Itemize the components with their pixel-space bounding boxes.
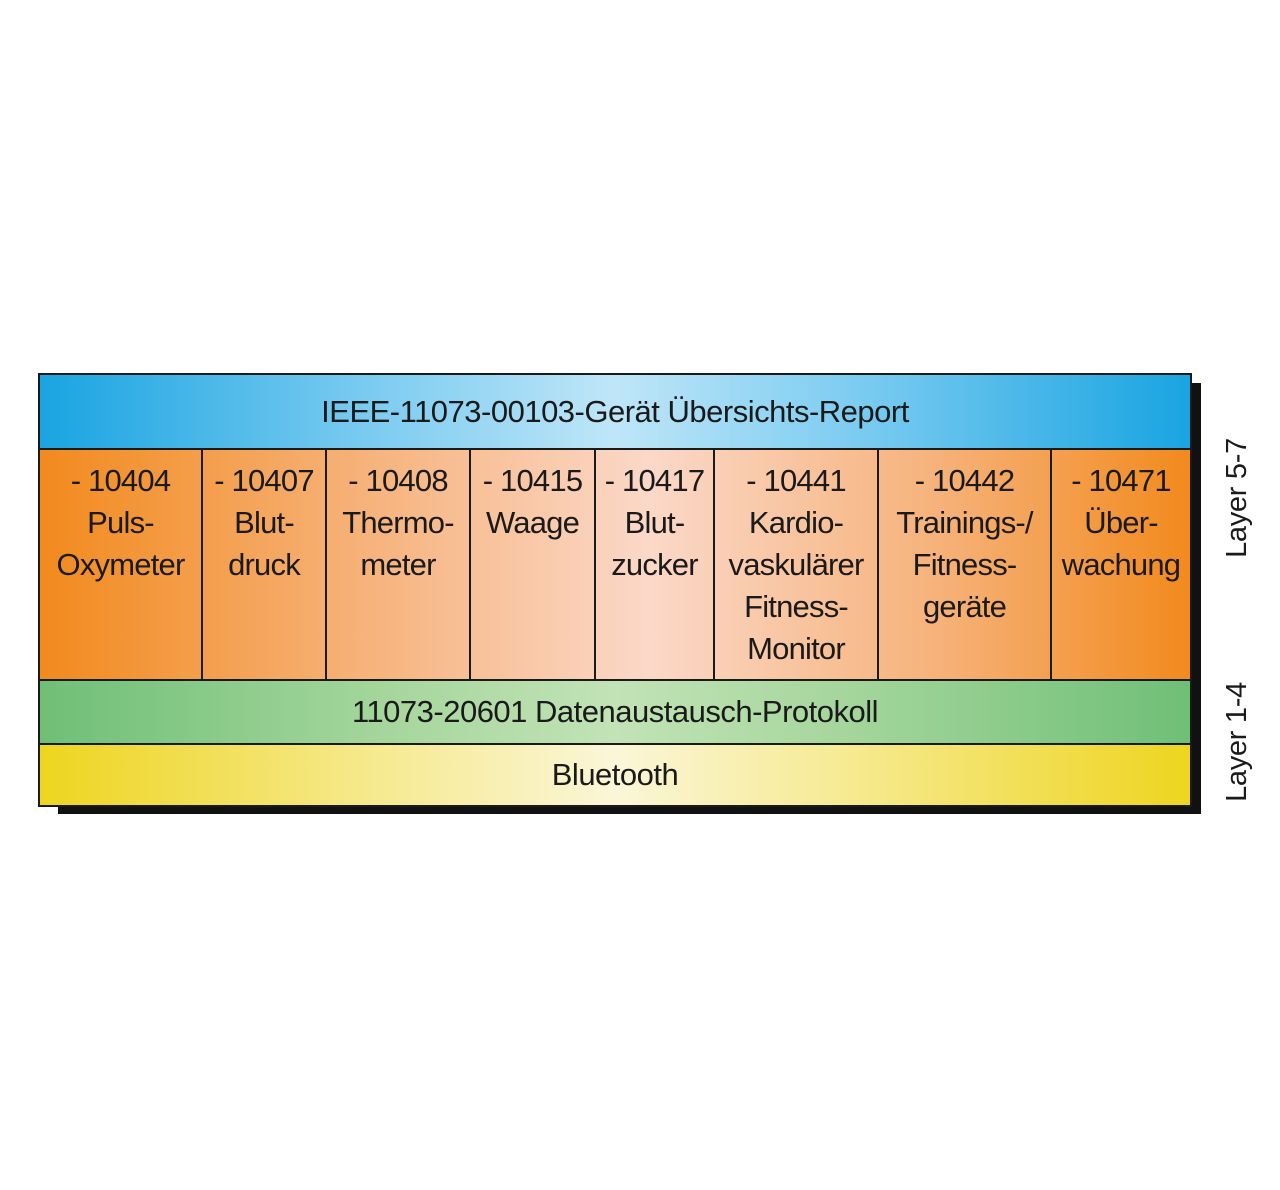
device-name-line: Kardio- xyxy=(748,505,844,540)
device-name-line: Fitness- xyxy=(744,589,849,624)
device-name-line: Oxymeter xyxy=(56,547,186,582)
device-code: - 10415 xyxy=(482,463,583,498)
device-code: - 10407 xyxy=(214,463,314,498)
report-layer-label: IEEE-11073-00103-Gerät Übersichts-Report xyxy=(321,393,909,429)
device-name-line: Waage xyxy=(485,505,580,540)
device-name-line: zucker xyxy=(611,547,698,582)
report-layer: IEEE-11073-00103-Gerät Übersichts-Report xyxy=(40,375,1190,450)
device-name-line: Fitness- xyxy=(912,547,1018,582)
device-code: - 10417 xyxy=(604,463,705,498)
device-10471: - 10471 Über- wachung xyxy=(1052,450,1190,679)
device-10407: - 10407 Blut- druck xyxy=(203,450,327,679)
device-code: - 10442 xyxy=(914,463,1015,498)
device-name-line: druck xyxy=(228,547,301,582)
device-code: - 10408 xyxy=(348,463,448,498)
device-code: - 10441 xyxy=(746,463,846,498)
device-name-line: Thermo- xyxy=(342,505,454,540)
device-code: - 10404 xyxy=(70,463,171,498)
device-10417: - 10417 Blut- zucker xyxy=(596,450,715,679)
device-name-line: Trainings-/ xyxy=(896,505,1033,540)
device-name-line: Puls- xyxy=(87,505,154,540)
transport-layer-label: Bluetooth xyxy=(551,757,679,792)
layer-1-4-label: Layer 1-4 xyxy=(1221,682,1253,802)
protocol-stack-diagram: IEEE-11073-00103-Gerät Übersichts-Report… xyxy=(38,373,1192,807)
device-10442: - 10442 Trainings-/ Fitness- geräte xyxy=(879,450,1052,679)
device-10408: - 10408 Thermo- meter xyxy=(327,450,471,679)
device-specializations-row: - 10404 Puls- Oxymeter - 10407 Blut- dru… xyxy=(40,450,1190,681)
device-name-line: meter xyxy=(360,547,436,582)
protocol-layer-label: 11073-20601 Datenaustausch-Protokoll xyxy=(351,694,879,729)
device-code: - 10471 xyxy=(1071,463,1171,498)
layer-5-7-label: Layer 5-7 xyxy=(1221,438,1253,558)
device-name-line: Blut- xyxy=(624,505,686,540)
device-name-line: Monitor xyxy=(747,631,846,666)
protocol-layer: 11073-20601 Datenaustausch-Protokoll xyxy=(40,681,1190,745)
device-name-line: vaskulärer xyxy=(728,547,865,582)
device-name-line: Blut- xyxy=(234,505,295,540)
device-name-line: wachung xyxy=(1061,547,1181,582)
device-10404: - 10404 Puls- Oxymeter xyxy=(40,450,203,679)
transport-layer: Bluetooth xyxy=(40,745,1190,805)
protocol-stack: IEEE-11073-00103-Gerät Übersichts-Report… xyxy=(38,373,1192,807)
device-name-line: geräte xyxy=(922,589,1007,624)
device-name-line: Über- xyxy=(1084,505,1158,540)
device-10441: - 10441 Kardio- vaskulärer Fitness- Moni… xyxy=(715,450,879,679)
device-10415: - 10415 Waage xyxy=(471,450,596,679)
